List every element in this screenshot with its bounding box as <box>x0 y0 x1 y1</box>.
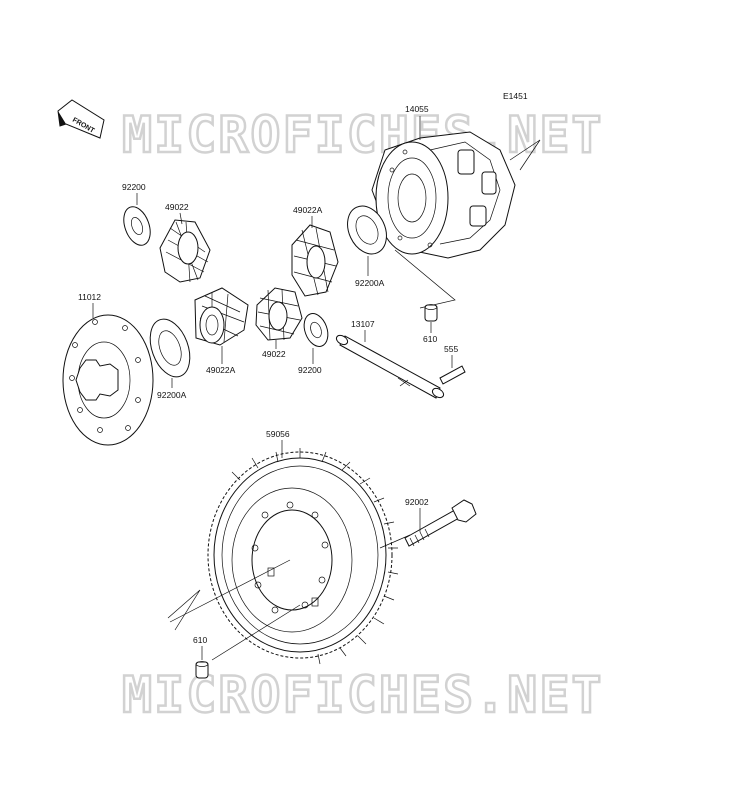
bevel-gear-top-part[interactable] <box>159 219 211 283</box>
bolt-part[interactable] <box>404 499 477 547</box>
side-bevel-gear-top-part[interactable] <box>291 224 339 297</box>
label-11012[interactable]: 11012 <box>78 292 101 302</box>
washer-small-top-part[interactable] <box>119 203 155 249</box>
watermark-bottom: MICROFICHES.NET <box>122 666 604 724</box>
pinion-shaft-part[interactable] <box>335 334 445 400</box>
pin-part[interactable] <box>439 365 466 385</box>
watermark-top: MICROFICHES.NET <box>122 106 604 164</box>
label-92200A-right[interactable]: 92200A <box>355 278 385 288</box>
label-14055[interactable]: 14055 <box>405 104 429 114</box>
label-610-bottom[interactable]: 610 <box>193 635 207 645</box>
dowel-pin-top-part[interactable] <box>424 304 438 322</box>
ring-gear-part[interactable] <box>207 448 399 665</box>
label-92200-mid[interactable]: 92200 <box>298 365 322 375</box>
label-59056[interactable]: 59056 <box>266 429 290 439</box>
label-13107[interactable]: 13107 <box>351 319 375 329</box>
label-610-top[interactable]: 610 <box>423 334 437 344</box>
washer-small-mid-part[interactable] <box>300 310 332 349</box>
label-92002[interactable]: 92002 <box>405 497 429 507</box>
label-49022-mid[interactable]: 49022 <box>262 349 286 359</box>
side-bevel-gear-mid-part[interactable] <box>194 287 249 346</box>
front-arrow-icon: FRONT <box>57 99 105 139</box>
label-92200A-left[interactable]: 92200A <box>157 390 187 400</box>
bevel-gear-mid-part[interactable] <box>255 287 303 341</box>
dowel-pin-bottom-part[interactable] <box>195 661 209 679</box>
washer-large-right-part[interactable] <box>340 200 394 261</box>
label-49022A-top[interactable]: 49022A <box>293 205 323 215</box>
diagram-ref-code: E1451 <box>503 91 528 101</box>
label-49022A-mid[interactable]: 49022A <box>206 365 236 375</box>
label-92200-top[interactable]: 92200 <box>122 182 146 192</box>
label-49022-top[interactable]: 49022 <box>165 202 189 212</box>
label-555[interactable]: 555 <box>444 344 458 354</box>
case-cover-part[interactable] <box>62 314 154 446</box>
washer-large-left-part[interactable] <box>143 314 197 383</box>
differential-case-part[interactable] <box>371 131 516 259</box>
